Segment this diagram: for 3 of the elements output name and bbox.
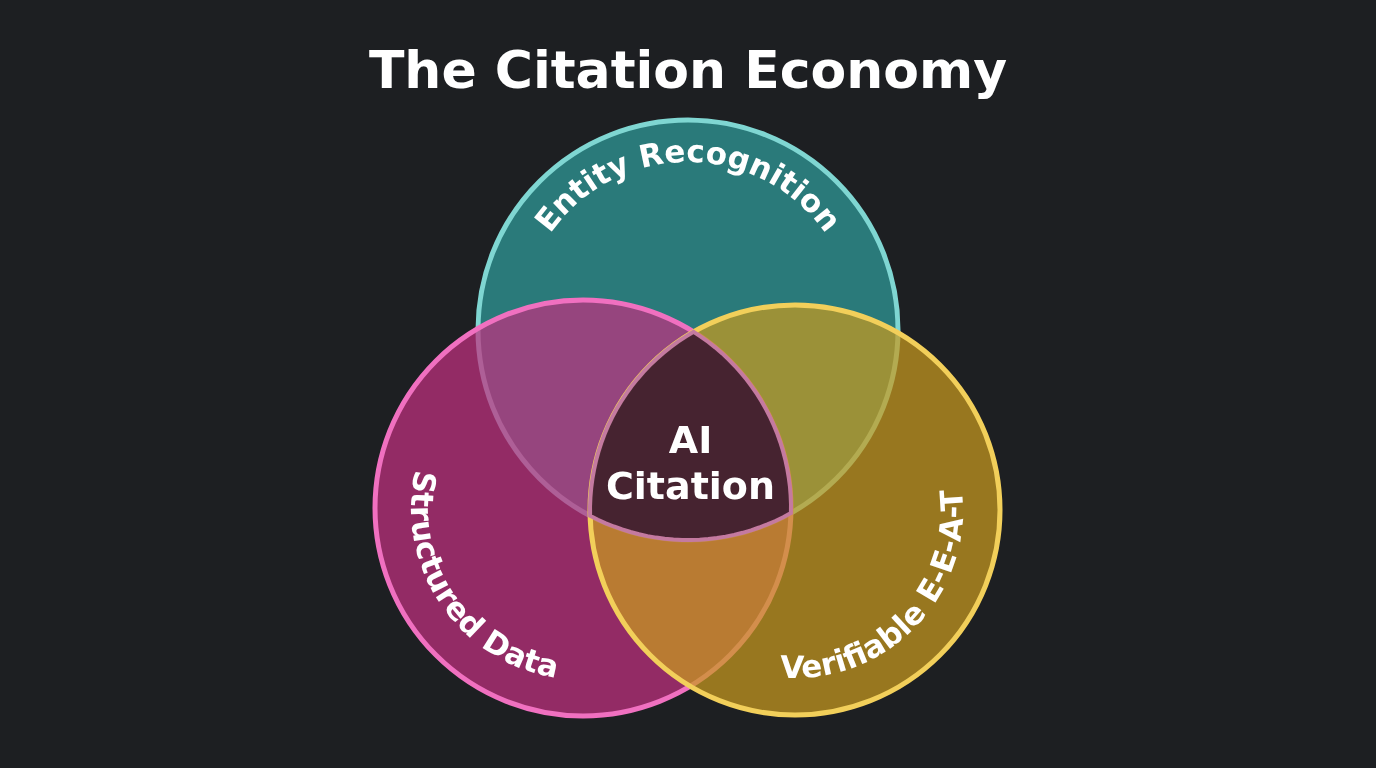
title: The Citation Economy [368,40,1008,100]
center-label: AI Citation [604,416,777,509]
center-overlap [588,329,793,542]
